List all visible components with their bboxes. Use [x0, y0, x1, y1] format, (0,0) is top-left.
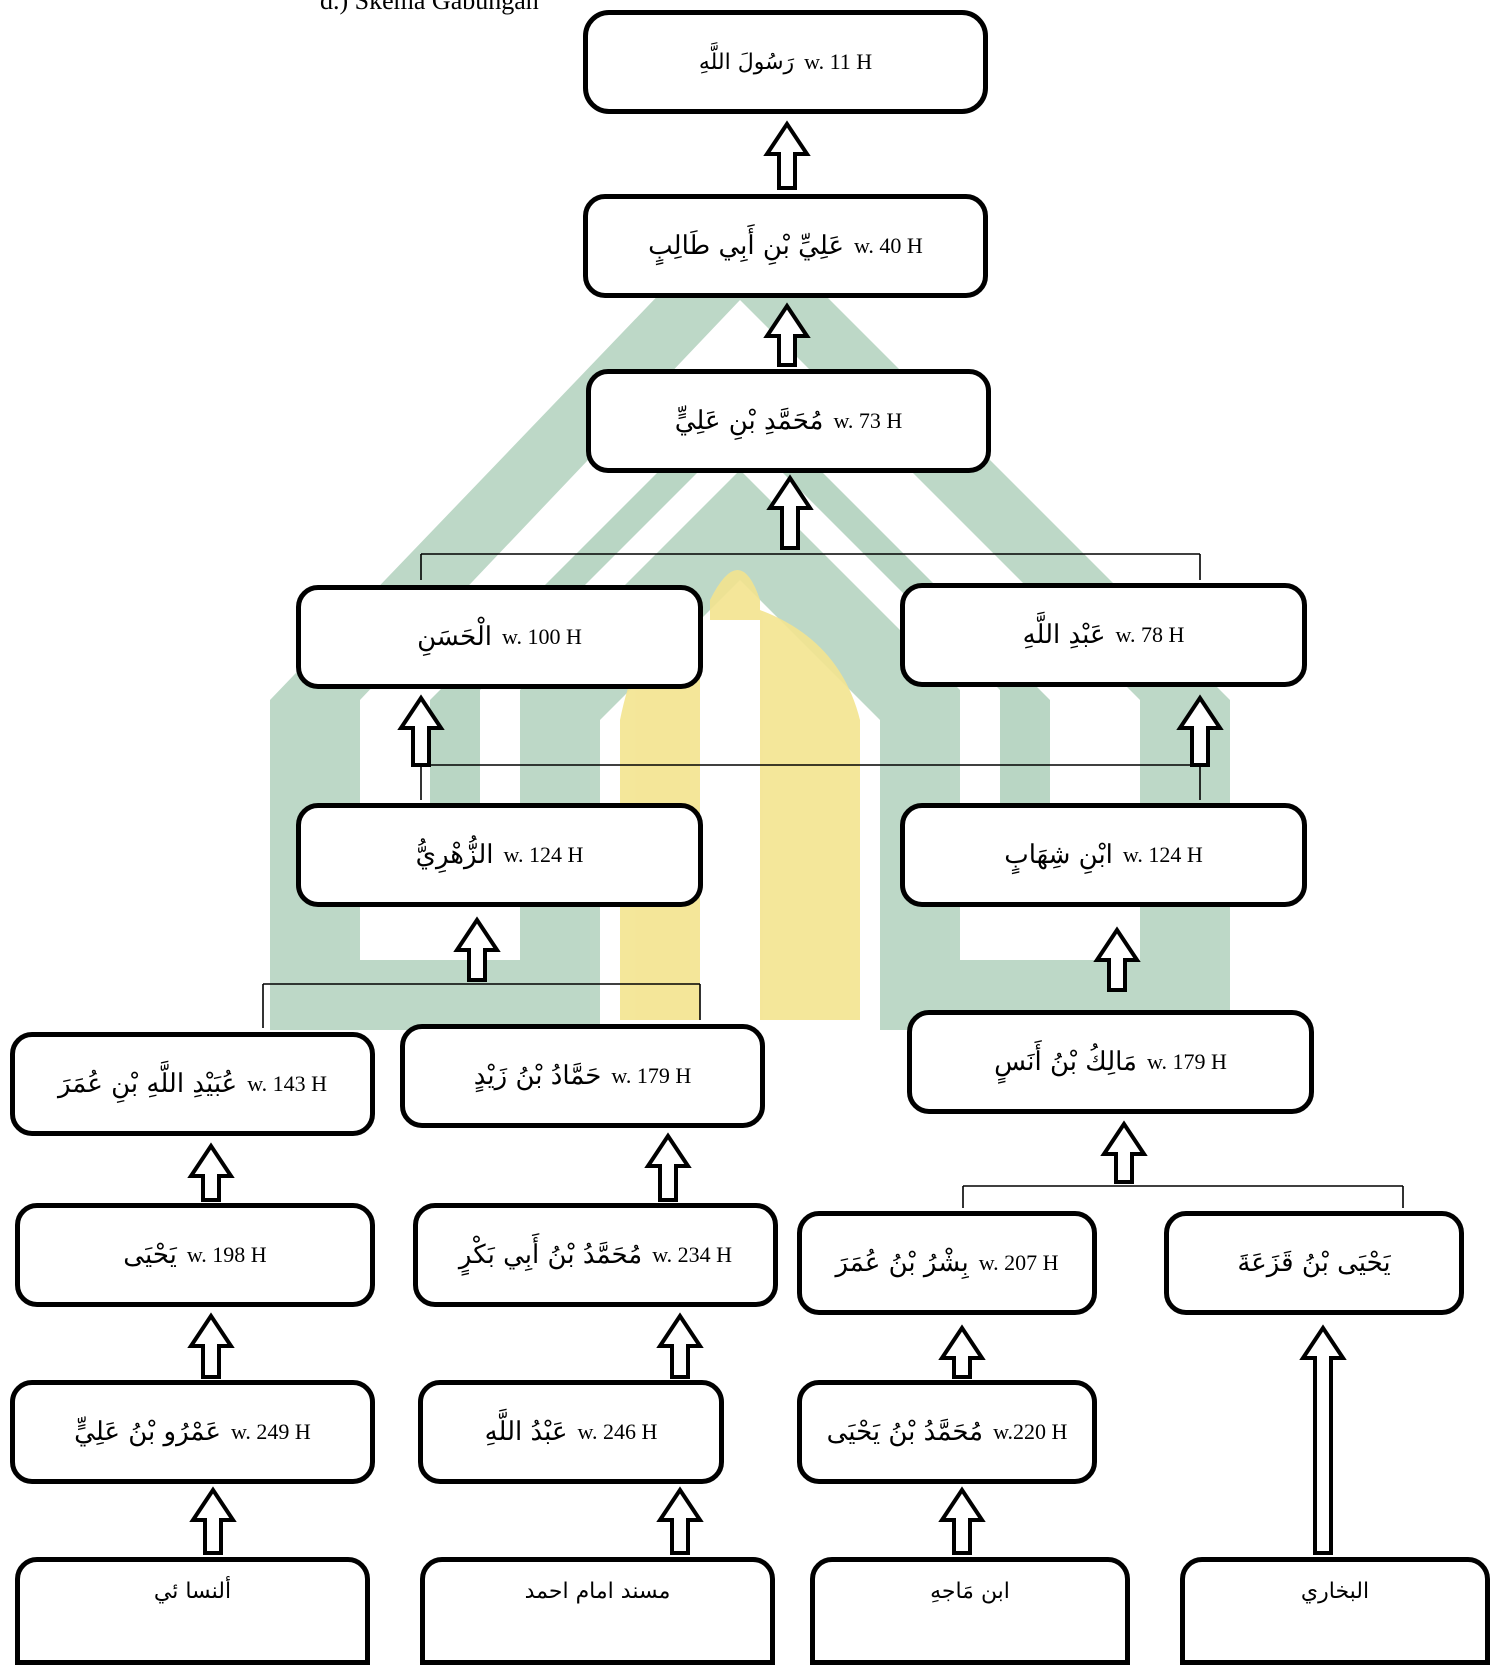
node-name: عَمْرُو بْنُ عَلِيٍّ: [74, 1417, 221, 1447]
node-muhammad-abi-bakr: مُحَمَّدُ بْنُ أَبِي بَكْرٍ w. 234 H: [413, 1203, 778, 1307]
node-name: حَمَّادُ بْنُ زَيْدٍ: [473, 1061, 602, 1091]
node-yahya-198: يَحْيَى w. 198 H: [15, 1203, 375, 1307]
node-wafat: w. 78 H: [1115, 622, 1185, 647]
node-ubaidullah: عُبَيْدِ اللَّهِ بْنِ عُمَرَ w. 143 H: [10, 1032, 375, 1136]
node-name: مسند امام احمد: [524, 1578, 671, 1604]
up-arrow-icon: [763, 302, 811, 367]
node-wafat: w. 234 H: [652, 1242, 733, 1267]
node-wafat: w. 40 H: [853, 233, 923, 258]
up-arrow-icon: [187, 1142, 235, 1202]
node-ali-abi-talib: عَلِيِّ بْنِ أَبِي طَالِبٍ w. 40 H: [583, 194, 988, 298]
node-wafat: w. 198 H: [186, 1242, 267, 1267]
node-ibn-syihab: ابْنِ شِهَابٍ w. 124 H: [900, 803, 1307, 907]
node-wafat: w. 179 H: [1147, 1049, 1227, 1074]
node-name: عَلِيِّ بْنِ أَبِي طَالِبٍ: [648, 231, 844, 261]
node-wafat: w. 100 H: [502, 624, 582, 649]
up-arrow-icon: [763, 120, 811, 190]
node-wafat: w. 11 H: [804, 49, 873, 74]
node-wafat: w. 73 H: [833, 408, 903, 433]
node-name: بِشْرُ بْنُ عُمَرَ: [835, 1248, 969, 1278]
up-arrow-icon: [656, 1486, 704, 1555]
node-name: عُبَيْدِ اللَّهِ بْنِ عُمَرَ: [57, 1069, 238, 1099]
node-wafat: w.220 H: [993, 1419, 1068, 1444]
node-malik: مَالِكُ بْنُ أَنَسٍ w. 179 H: [907, 1010, 1314, 1114]
node-nasai: ألنسا ئي: [15, 1557, 370, 1665]
node-abdullah-78: عَبْدِ اللَّهِ w. 78 H: [900, 583, 1307, 687]
diagram-caption: d.) Skema Gabungan: [320, 0, 539, 15]
node-bisyr: بِشْرُ بْنُ عُمَرَ w. 207 H: [797, 1211, 1097, 1315]
node-wafat: w. 124 H: [1122, 842, 1203, 867]
node-name: مُحَمَّدِ بْنِ عَلِيٍّ: [674, 406, 824, 436]
node-name: الْحَسَنِ: [417, 622, 493, 652]
node-name: الزُّهْرِيُّ: [415, 840, 494, 870]
up-arrow-icon: [1093, 926, 1141, 992]
node-wafat: w. 249 H: [230, 1419, 311, 1444]
node-name: يَحْيَى: [123, 1240, 177, 1270]
up-arrow-icon: [453, 916, 501, 982]
up-arrow-icon: [656, 1312, 704, 1379]
node-wafat: w. 179 H: [611, 1063, 692, 1088]
node-name: البخاري: [1300, 1578, 1370, 1604]
up-arrow-icon: [1299, 1324, 1347, 1555]
up-arrow-icon: [766, 474, 814, 550]
node-musnad-ahmad: مسند امام احمد: [420, 1557, 775, 1665]
up-arrow-icon: [1176, 694, 1224, 767]
node-hammad: حَمَّادُ بْنُ زَيْدٍ w. 179 H: [400, 1024, 765, 1128]
up-arrow-icon: [938, 1324, 986, 1379]
up-arrow-icon: [644, 1132, 692, 1202]
node-wafat: w. 207 H: [978, 1250, 1059, 1275]
node-yahya-qazaah: يَحْيَى بْنُ قَزَعَةَ: [1164, 1211, 1464, 1315]
node-muhammad-yahya: مُحَمَّدُ بْنُ يَحْيَى w.220 H: [797, 1380, 1097, 1484]
node-name: مُحَمَّدُ بْنُ أَبِي بَكْرٍ: [458, 1240, 643, 1270]
up-arrow-icon: [1100, 1120, 1148, 1184]
node-ibn-majah: ابن مَاجهِ: [810, 1557, 1130, 1665]
up-arrow-icon: [397, 694, 445, 767]
node-name: يَحْيَى بْنُ قَزَعَةَ: [1237, 1248, 1391, 1278]
node-wafat: w. 124 H: [503, 842, 584, 867]
node-zuhri: الزُّهْرِيُّ w. 124 H: [296, 803, 703, 907]
node-name: رَسُولَ اللَّهِ: [698, 49, 795, 75]
node-name: ألنسا ئي: [153, 1578, 232, 1604]
up-arrow-icon: [938, 1486, 986, 1555]
up-arrow-icon: [189, 1486, 237, 1555]
node-name: ابْنِ شِهَابٍ: [1004, 840, 1113, 870]
node-muhammad-ali: مُحَمَّدِ بْنِ عَلِيٍّ w. 73 H: [586, 369, 991, 473]
node-wafat: w. 246 H: [577, 1419, 658, 1444]
node-abdullah-246: عَبْدُ اللَّهِ w. 246 H: [418, 1380, 724, 1484]
up-arrow-icon: [187, 1312, 235, 1379]
node-amr: عَمْرُو بْنُ عَلِيٍّ w. 249 H: [10, 1380, 375, 1484]
node-hasan: الْحَسَنِ w. 100 H: [296, 585, 703, 689]
node-bukhari: البخاري: [1180, 1557, 1490, 1665]
node-name: ابن مَاجهِ: [930, 1578, 1010, 1604]
node-name: مَالِكُ بْنُ أَنَسٍ: [994, 1047, 1137, 1077]
node-name: مُحَمَّدُ بْنُ يَحْيَى: [826, 1417, 984, 1447]
node-wafat: w. 143 H: [247, 1071, 328, 1096]
node-rasul: رَسُولَ اللَّهِ w. 11 H: [583, 10, 988, 114]
node-name: عَبْدِ اللَّهِ: [1022, 620, 1106, 650]
node-name: عَبْدُ اللَّهِ: [484, 1417, 568, 1447]
